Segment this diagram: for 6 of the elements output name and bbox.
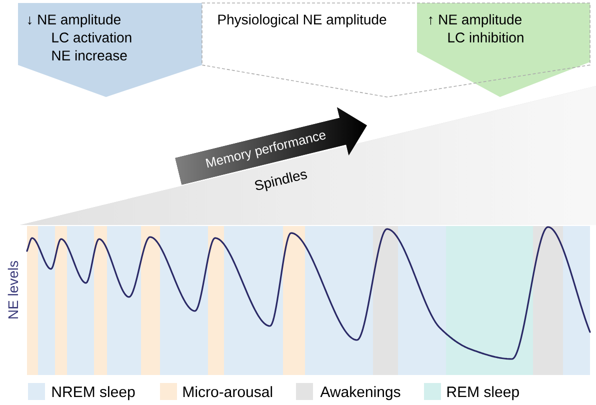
legend-label: Awakenings xyxy=(320,386,400,400)
legend-label: REM sleep xyxy=(447,386,519,400)
pointer-box: ↓ NE amplitude LC activation NE increase xyxy=(18,3,202,97)
axis-label: NE levels xyxy=(8,260,18,318)
legend-label: Micro-arousal xyxy=(183,386,272,398)
legend-label: NREM sleep xyxy=(52,386,135,400)
